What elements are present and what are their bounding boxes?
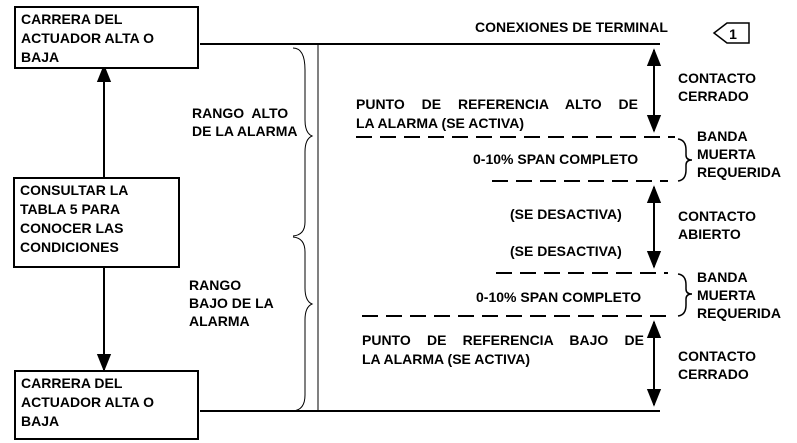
note-flag-icon: 1 (712, 22, 750, 44)
high-setpoint-line1: PUNTO DE REFERENCIA ALTO DE (356, 96, 638, 112)
contact-closed-bottom-label: CONTACTO CERRADO (678, 348, 757, 382)
note-number: 1 (729, 26, 737, 42)
low-alarm-range-label: RANGO BAJO DE LA ALARMA (189, 277, 274, 329)
actuator-travel-box-top: CARRERA DEL ACTUADOR ALTA O BAJA (14, 6, 199, 69)
low-setpoint-line2: LA ALARMA (SE ACTIVA) (362, 351, 530, 367)
upper-deadband-brace (677, 138, 693, 182)
deactivate-lower-label: (SE DESACTIVA) (510, 243, 622, 259)
upper-span-label: 0-10% SPAN COMPLETO (473, 151, 639, 167)
lower-deadband-brace (677, 273, 693, 317)
actuator-travel-box-bottom: CARRERA DEL ACTUADOR ALTA O BAJA (14, 370, 199, 440)
contact-closed-top-label: CONTACTO CERRADO (678, 70, 757, 104)
deactivate-upper-label: (SE DESACTIVA) (510, 206, 622, 222)
high-range-brace (292, 47, 314, 237)
consult-table-box: CONSULTAR LA TABLA 5 PARA CONOCER LAS CO… (13, 177, 180, 268)
lower-deadband-label: BANDA MUERTA REQUERIDA (697, 269, 782, 321)
low-range-brace (292, 236, 314, 412)
high-alarm-range-label: RANGO ALTO DE LA ALARMA (192, 105, 298, 139)
high-setpoint-line2: LA ALARMA (SE ACTIVA) (356, 115, 524, 131)
contact-open-label: CONTACTO ABIERTO (678, 208, 757, 242)
lower-span-label: 0-10% SPAN COMPLETO (476, 289, 642, 305)
terminal-connections-title: CONEXIONES DE TERMINAL (475, 19, 668, 35)
low-setpoint-line1: PUNTO DE REFERENCIA BAJO DE (362, 332, 644, 348)
upper-deadband-label: BANDA MUERTA REQUERIDA (697, 128, 782, 180)
